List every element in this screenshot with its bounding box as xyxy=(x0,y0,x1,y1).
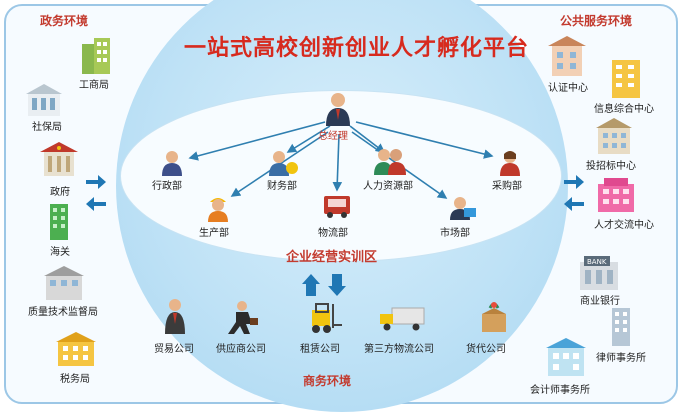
gov-exchange-arrows xyxy=(86,175,106,211)
talent-exchange-building-icon xyxy=(596,176,636,216)
purchasing-dept-icon xyxy=(498,150,522,180)
tender-center-building-icon xyxy=(596,118,632,158)
dept-label-logistics: 物流部 xyxy=(318,228,348,239)
trading-company-person-icon xyxy=(162,298,188,338)
public-label-law-firm: 律师事务所 xyxy=(596,353,646,364)
bank-building-icon: BANK xyxy=(578,254,620,294)
customs-building-icon xyxy=(44,202,74,244)
dept-label-production: 生产部 xyxy=(199,228,229,239)
public-label-bank: 商业银行 xyxy=(580,296,620,307)
public-label-information: 信息综合中心 xyxy=(594,104,654,115)
government-building-icon xyxy=(40,140,78,182)
admin-dept-icon xyxy=(160,150,184,180)
marketing-dept-icon xyxy=(450,196,476,224)
dept-label-purchasing: 采购部 xyxy=(492,181,522,192)
information-center-building-icon xyxy=(610,56,642,102)
business-exchange-arrows xyxy=(302,274,346,296)
manager-label: 总经理 xyxy=(318,131,348,142)
accounting-firm-building-icon xyxy=(546,338,586,380)
business-label-trading: 贸易公司 xyxy=(154,344,194,355)
gov-label-social-security: 社保局 xyxy=(32,122,62,133)
business-bureau-building-icon xyxy=(78,36,114,78)
public-label-tender: 投招标中心 xyxy=(586,161,636,172)
logistics-dept-icon xyxy=(322,194,352,222)
public-label-talent: 人才交流中心 xyxy=(594,220,654,231)
social-security-building-icon xyxy=(26,84,62,120)
production-dept-icon xyxy=(206,194,230,226)
gov-label-customs: 海关 xyxy=(50,247,70,258)
manager-person-icon xyxy=(324,92,352,130)
law-firm-building-icon xyxy=(608,306,634,350)
gov-section-title: 政务环境 xyxy=(40,14,89,28)
dept-label-admin: 行政部 xyxy=(152,181,182,192)
business-label-supplier: 供应商公司 xyxy=(216,344,266,355)
public-section-title: 公共服务环境 xyxy=(560,14,633,28)
public-label-certification: 认证中心 xyxy=(548,83,588,94)
svg-text:BANK: BANK xyxy=(587,258,607,266)
gov-label-business-bureau: 工商局 xyxy=(79,80,109,91)
public-exchange-arrows xyxy=(564,175,584,211)
business-label-third-party-logistics: 第三方物流公司 xyxy=(364,344,434,355)
business-label-freight-forwarder: 货代公司 xyxy=(466,344,506,355)
dept-label-marketing: 市场部 xyxy=(440,228,470,239)
tax-bureau-building-icon xyxy=(56,330,96,370)
certification-center-building-icon xyxy=(548,36,588,80)
finance-dept-icon xyxy=(268,150,298,180)
training-zone-title: 企业经营实训区 xyxy=(286,250,378,265)
gov-label-government: 政府 xyxy=(50,187,70,198)
leasing-forklift-icon xyxy=(306,302,342,338)
hr-dept-icon xyxy=(374,147,406,179)
business-section-title: 商务环境 xyxy=(303,374,352,388)
dept-label-finance: 财务部 xyxy=(267,181,297,192)
dept-label-hr: 人力资源部 xyxy=(363,181,413,192)
supplier-company-person-icon xyxy=(224,300,258,338)
gov-label-tax-bureau: 税务局 xyxy=(60,374,90,385)
freight-forwarder-box-icon xyxy=(478,302,510,338)
third-party-logistics-truck-icon xyxy=(378,306,426,336)
platform-title: 一站式高校创新创业人才孵化平台 xyxy=(184,36,530,61)
gov-label-quality-bureau: 质量技术监督局 xyxy=(28,307,98,318)
quality-bureau-building-icon xyxy=(44,266,84,304)
business-label-leasing: 租赁公司 xyxy=(300,344,340,355)
public-label-accounting: 会计师事务所 xyxy=(530,385,590,396)
